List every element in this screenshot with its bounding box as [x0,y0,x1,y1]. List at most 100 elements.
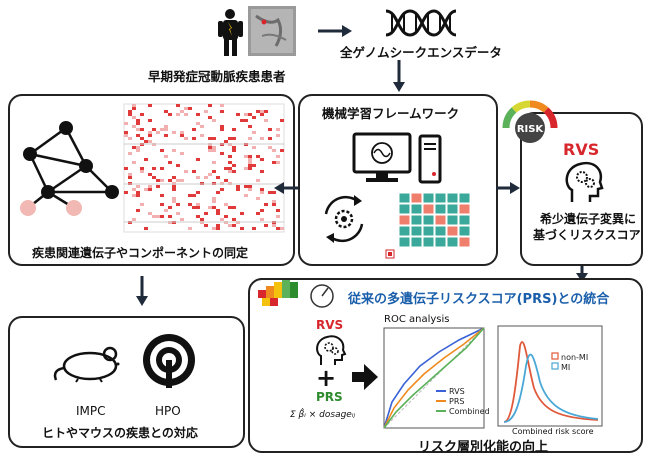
heatmap-cell [132,107,136,110]
patient-icon [218,8,248,58]
matrix-cell [423,193,434,203]
heatmap-cell [228,224,232,227]
computer-tower-icon [418,134,442,184]
heatmap-cell [184,170,188,173]
small-logo-icon [386,250,394,258]
heatmap-cell [240,212,244,215]
heatmap-cell [212,149,216,152]
heatmap-cell [224,140,228,143]
heatmap-cell [180,218,184,221]
heatmap-cell [128,110,132,113]
heatmap-cell [128,113,132,116]
heatmap-cell [272,200,276,203]
matrix-cell [435,215,446,225]
rvs-caption-line2: 基づくリスクスコア [533,226,641,243]
heatmap-cell [212,206,216,209]
heatmap-cell [212,200,216,203]
heatmap-cell [228,155,232,158]
network-graph-icon [16,114,126,224]
heatmap-cell [184,113,188,116]
heatmap-cell [180,134,184,137]
heatmap-cell [148,119,152,122]
prs-gauge-icon [258,276,336,310]
gene-identification-caption: 疾患関連遺伝子やコンポーネントの同定 [32,244,248,261]
matrix-icon [398,192,472,250]
heatmap-cell [260,137,264,140]
heatmap-cell [176,212,180,215]
arrow-down-left [135,276,149,306]
rvs-acronym: RVS [563,140,599,159]
heatmap-cell [192,170,196,173]
heatmap-cell [256,179,260,182]
heatmap-cell [148,212,152,215]
heatmap-cell [212,119,216,122]
heatmap-cell [252,164,256,167]
patient-label: 早期発症冠動脈疾患患者 [148,66,286,85]
heatmap-cell [252,131,256,134]
risk-gauge-icon: RISK [500,96,560,142]
heatmap-cell [244,113,248,116]
heatmap-cell [260,191,264,194]
heatmap-cell [232,164,236,167]
risk-gauge-label: RISK [517,124,545,135]
heatmap-cell [136,209,140,212]
heatmap-cell [248,137,252,140]
heatmap-cell [152,215,156,218]
arrow-right-rvs [496,181,520,195]
heatmap-cell [128,152,132,155]
heatmap-cell [204,110,208,113]
heatmap-cell [220,152,224,155]
arrow-down-wgs [392,60,406,92]
heatmap-cell [172,188,176,191]
roc-title: ROC analysis [384,314,449,325]
heatmap-cell [276,155,280,158]
matrix-cell [399,193,410,203]
heatmap-cell [160,215,164,218]
heatmap-cell [160,179,164,182]
plus-sign: + [316,364,336,392]
heatmap-cell [212,146,216,149]
ml-framework-title: 機械学習フレームワーク [322,103,459,122]
matrix-cell [399,215,410,225]
heatmap-cell [220,218,224,221]
heatmap-cell [184,137,188,140]
heatmap-cell [232,137,236,140]
heatmap-cell [144,158,148,161]
heatmap-cell [264,110,268,113]
heatmap-cell [244,194,248,197]
heatmap-cell [132,104,136,107]
heatmap-cell [172,197,176,200]
heatmap-cell [188,203,192,206]
heatmap-cell [144,227,148,230]
heatmap-cell [248,188,252,191]
heatmap-cell [248,113,252,116]
heatmap-cell [132,146,136,149]
heatmap-cell [136,134,140,137]
roc-legend-label: Combined [449,407,490,416]
heatmap-cell [200,134,204,137]
gear-cycle-icon [316,192,372,246]
heatmap-cell [156,179,160,182]
heatmap-cell [228,206,232,209]
heatmap-cell [132,218,136,221]
arrow-left-ml [274,181,298,195]
heatmap-cell [192,206,196,209]
heatmap-cell [124,131,128,134]
heatmap-cell [164,110,168,113]
heatmap-cell [160,128,164,131]
heatmap-cell [192,137,196,140]
heatmap-cell [268,146,272,149]
heatmap-cell [136,119,140,122]
heatmap-cell [260,110,264,113]
heatmap-cell [148,140,152,143]
matrix-cell [459,204,470,214]
heatmap-cell [232,170,236,173]
density-xlabel: Combined risk score [512,427,594,436]
heatmap-cell [184,107,188,110]
matrix-cell [459,193,470,203]
hpo-label: HPO [155,404,181,418]
matrix-cell [411,226,422,236]
matrix-cell [423,237,434,247]
